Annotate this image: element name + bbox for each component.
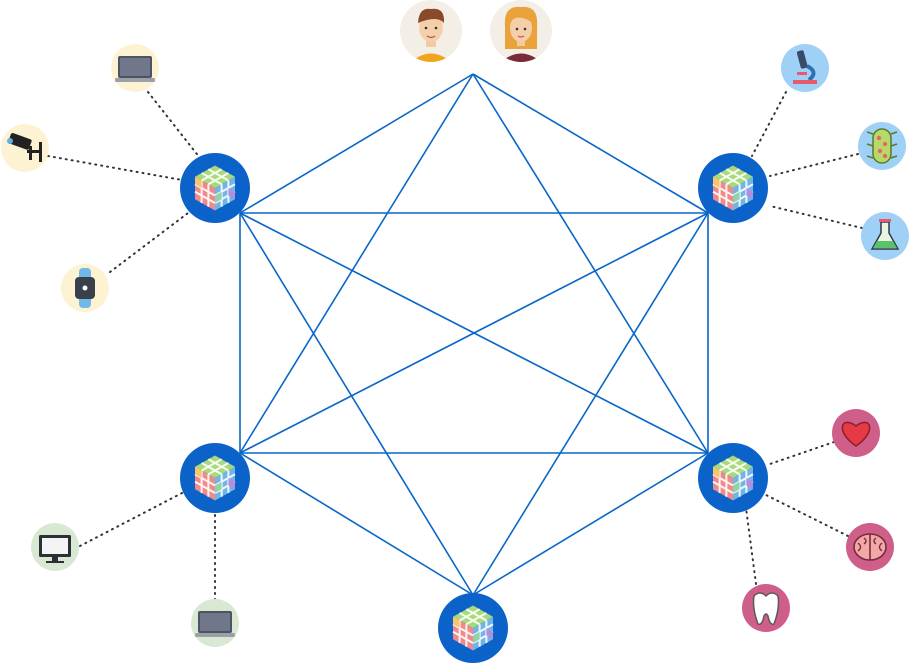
leaf-node-laptop[interactable] (191, 599, 239, 647)
heart-icon (841, 421, 871, 447)
hub-nodes (180, 153, 768, 663)
leaf-nodes (1, 44, 909, 647)
leaf-node-security-camera[interactable] (1, 124, 49, 172)
dotted-link (109, 209, 193, 273)
security-camera-icon (7, 133, 42, 162)
bacteria-icon (866, 128, 898, 164)
hub-edge (239, 212, 474, 596)
dotted-link (147, 91, 201, 159)
hub-edge (239, 73, 474, 214)
laptop-icon (115, 56, 155, 82)
brain-icon (853, 533, 887, 561)
hub-bottom[interactable] (438, 593, 508, 663)
people (400, 0, 552, 62)
leaf-node-flask[interactable] (861, 212, 909, 260)
hub-right-bottom[interactable] (698, 443, 768, 513)
hub-edge (472, 73, 709, 214)
leaf-node-laptop[interactable] (111, 44, 159, 92)
woman-avatar-icon[interactable] (490, 0, 552, 62)
hub-edge (472, 452, 709, 596)
leaf-node-microscope[interactable] (781, 44, 829, 92)
smartwatch-icon (75, 268, 95, 308)
leaf-node-desktop-monitor[interactable] (31, 523, 79, 571)
leaf-node-brain[interactable] (846, 523, 894, 571)
hub-left-bottom[interactable] (180, 443, 250, 513)
microscope-icon (793, 50, 817, 84)
tooth-icon (752, 592, 780, 626)
flask-icon (870, 219, 900, 250)
hub-edge (239, 73, 474, 454)
dotted-link (763, 493, 849, 537)
hub-edge (472, 212, 709, 596)
dotted-link (745, 507, 757, 585)
leaf-node-smartwatch[interactable] (61, 264, 109, 312)
desktop-monitor-icon (39, 535, 71, 563)
hub-right-top[interactable] (698, 153, 768, 223)
hub-edge (472, 73, 709, 454)
leaf-node-heart[interactable] (832, 409, 880, 457)
hub-edge (239, 452, 474, 596)
dotted-link (751, 91, 787, 157)
hub-connections (239, 73, 709, 596)
dotted-link (47, 155, 183, 181)
hub-left-top[interactable] (180, 153, 250, 223)
laptop-icon (195, 611, 235, 637)
dotted-link (79, 491, 185, 547)
dotted-link (769, 441, 835, 465)
dotted-link (769, 205, 863, 229)
leaf-connections (47, 91, 863, 601)
leaf-node-bacteria[interactable] (858, 122, 906, 170)
hub-edge (239, 212, 709, 454)
man-avatar-icon[interactable] (400, 0, 462, 62)
leaf-node-tooth[interactable] (742, 584, 790, 632)
dotted-link (769, 153, 859, 177)
